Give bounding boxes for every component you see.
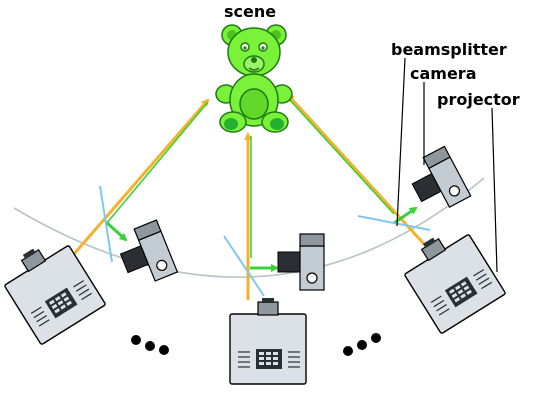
left-camera-icon <box>113 219 178 290</box>
left-ellipsis-dots <box>131 335 169 355</box>
left-beamsplitter <box>99 185 113 263</box>
teddy-bear-scene <box>215 24 293 133</box>
beamsplitter-label: beamsplitter <box>391 40 507 59</box>
camera-label: camera <box>410 64 477 83</box>
right-projector-ray <box>286 93 426 246</box>
right-camera-ray <box>287 97 395 215</box>
right-projector-icon <box>395 219 507 335</box>
left-camera-branch <box>104 220 128 242</box>
middle-beamsplitter <box>223 235 265 297</box>
left-camera-ray <box>105 101 209 225</box>
right-camera-icon <box>403 145 472 219</box>
middle-projector-icon <box>229 297 307 385</box>
right-beamsplitter <box>357 215 431 231</box>
scene-label: scene <box>224 2 277 21</box>
projector-label: projector <box>437 90 520 109</box>
projector-leader <box>491 107 498 273</box>
right-ellipsis-dots <box>343 333 381 356</box>
left-projector-ray <box>72 98 210 255</box>
middle-camera-icon <box>277 233 325 291</box>
left-projector-icon <box>0 230 107 346</box>
beamsplitter-leader <box>396 57 406 227</box>
